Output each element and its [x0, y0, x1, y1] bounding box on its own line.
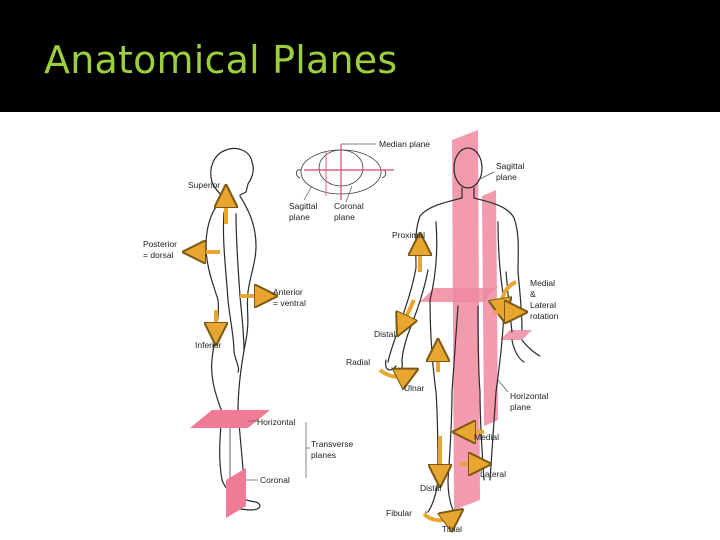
- label-coronal-head-plane: plane: [334, 212, 355, 222]
- label-median-plane: Median plane: [379, 139, 430, 149]
- radial-ulnar-arrow-icon: [378, 370, 408, 377]
- label-sagittal-head-plane: plane: [289, 212, 310, 222]
- label-sagittal-right: Sagittal: [496, 161, 524, 171]
- label-sagittal-right-plane: plane: [496, 172, 517, 182]
- direction-arrows-left: [194, 196, 266, 334]
- label-distal-leg: Distal: [420, 483, 441, 493]
- coronal-plane-left: [226, 468, 246, 518]
- distal-arm-arrow-icon: [402, 299, 414, 326]
- label-anterior-ventral: = ventral: [273, 298, 306, 308]
- label-coronal-left: Coronal: [260, 475, 290, 485]
- slide-title: Anatomical Planes: [44, 38, 398, 82]
- label-proximal: Proximal: [392, 230, 425, 240]
- label-posterior: Posterior: [143, 239, 177, 249]
- label-horizontal-left: Horizontal: [257, 417, 295, 427]
- label-radial: Radial: [346, 357, 370, 367]
- horizontal-plane-right: [420, 288, 496, 302]
- label-posterior-dorsal: = dorsal: [143, 250, 174, 260]
- label-medial-and: &: [530, 289, 536, 299]
- label-tibial: Tibial: [442, 524, 462, 534]
- title-bar: [0, 0, 720, 112]
- rotation-arrow-icon: [502, 280, 517, 310]
- label-distal-arm: Distal: [374, 329, 395, 339]
- label-fibular: Fibular: [386, 508, 412, 518]
- median-plane-right: [452, 130, 480, 510]
- label-lateral-leg: Lateral: [480, 469, 506, 479]
- label-coronal-head: Coronal: [334, 201, 364, 211]
- label-superior: Superior: [188, 180, 220, 190]
- label-inferior: Inferior: [195, 340, 222, 350]
- fibular-tibial-arrow-icon: [422, 514, 454, 520]
- label-transverse: Transverse: [311, 439, 353, 449]
- label-horizontal-right: Horizontal: [510, 391, 548, 401]
- label-medial: Medial: [530, 278, 555, 288]
- label-medial-leg: Medial: [474, 432, 499, 442]
- label-horizontal-right-plane: plane: [510, 402, 531, 412]
- label-ulnar: Ulnar: [404, 383, 424, 393]
- direction-arrows-right: [378, 244, 517, 520]
- label-anterior: Anterior: [273, 287, 303, 297]
- horizontal-plane-left: [190, 410, 270, 428]
- head-top-view: [295, 143, 394, 203]
- label-lateral: Lateral: [530, 300, 556, 310]
- label-sagittal-head: Sagittal: [289, 201, 317, 211]
- label-transverse-planes: planes: [311, 450, 336, 460]
- label-rotation: rotation: [530, 311, 559, 321]
- hand-plane-right: [500, 330, 532, 340]
